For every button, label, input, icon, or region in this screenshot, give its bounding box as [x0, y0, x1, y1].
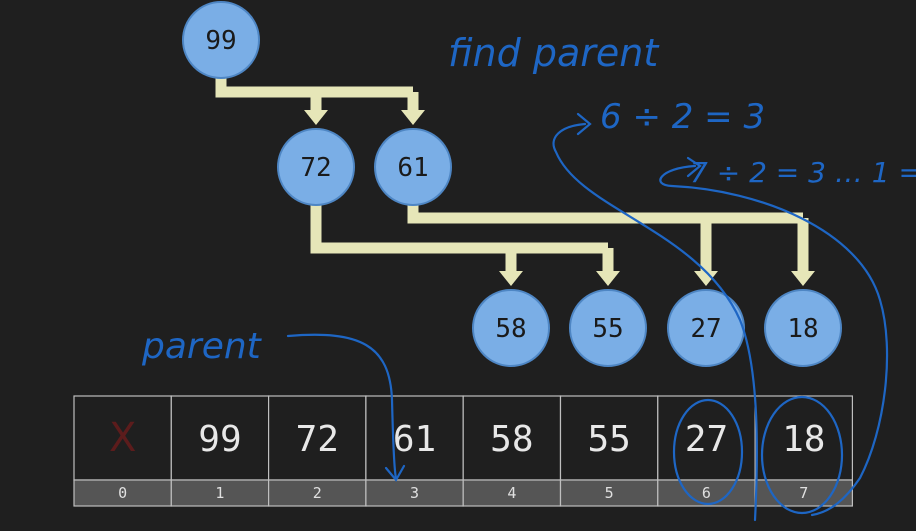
connector-n61-bus	[407, 212, 803, 224]
array-cell-value: X	[109, 415, 136, 461]
tree-connectors	[215, 72, 815, 286]
tree-node-72	[277, 128, 355, 206]
connector-n55-drop	[602, 248, 614, 272]
handwritten-annotations: find parent 6 ÷ 2 = 3 7 ÷ 2 = 3 … 1 = 3 …	[141, 31, 916, 522]
circle-18	[760, 395, 844, 515]
array-cell-value: 99	[198, 419, 241, 460]
tree-node-label: 99	[205, 26, 236, 56]
arrow-line2-head	[686, 156, 702, 178]
array-cell-value: 18	[782, 419, 825, 460]
connector-n72-bus	[310, 242, 608, 254]
array-cell-4	[462, 395, 562, 481]
tree-nodes: 99 72 61 58 55 27 18	[182, 1, 842, 367]
array-cell-6	[657, 395, 756, 481]
tree-node-18	[764, 289, 842, 367]
array-cell-0	[73, 395, 172, 481]
arrowhead-n61	[401, 110, 425, 125]
array-index-cell-2	[268, 479, 367, 507]
annotation-find-parent: find parent	[448, 31, 660, 75]
parent-arrow	[286, 333, 398, 480]
connector-n18-drop	[797, 218, 809, 272]
connector-n72-drop	[310, 92, 322, 111]
tree-node-label: 58	[495, 314, 526, 344]
tree-node-61	[374, 128, 452, 206]
annotation-parent-label: parent	[141, 326, 263, 367]
array-cell-5	[559, 395, 659, 481]
tree-node-58	[472, 289, 550, 367]
annotation-line2: 7 ÷ 2 = 3 … 1 = 3	[690, 156, 916, 189]
circle-27	[672, 398, 744, 506]
array-cell-3	[365, 395, 464, 481]
array-cell-2	[268, 395, 367, 481]
array-index-label: 6	[702, 484, 711, 502]
array-index-label: 1	[215, 484, 224, 502]
connector-n72-stem	[310, 199, 322, 254]
tree-node-label: 55	[592, 314, 623, 344]
array-index-label: 3	[410, 484, 419, 502]
annotation-line1: 6 ÷ 2 = 3	[600, 97, 765, 137]
arrowhead-n55	[596, 271, 620, 286]
connector-n61-drop	[407, 92, 419, 111]
array-cell-7	[754, 395, 853, 481]
tree-node-label: 27	[690, 314, 721, 344]
arrow-line1-tail	[552, 122, 758, 522]
arrowhead-n58	[499, 271, 523, 286]
array-index-label: 0	[118, 484, 127, 502]
array-index-cell-3	[365, 479, 464, 507]
tree-node-label: 72	[300, 153, 331, 183]
array-cell-value: 61	[393, 419, 436, 460]
tree-node-label: 18	[787, 314, 818, 344]
arrow-line1-head	[576, 112, 592, 136]
array-index-cell-1	[170, 479, 270, 507]
array-index-label: 4	[507, 484, 516, 502]
parent-arrowhead	[384, 464, 406, 482]
connector-n99-stem	[215, 72, 227, 98]
array-index-label: 5	[605, 484, 614, 502]
connector-n27-drop	[700, 218, 712, 272]
arrowhead-n18	[791, 271, 815, 286]
arrow-line2-tail	[659, 164, 889, 517]
tree-node-99	[182, 1, 260, 79]
array-cell-value: 72	[296, 419, 339, 460]
connector-n61-stem	[407, 199, 419, 224]
array-cell-value: 55	[587, 419, 630, 460]
array-index-cell-4	[462, 479, 562, 507]
tree-node-55	[569, 289, 647, 367]
connector-n58-drop	[505, 248, 517, 272]
annotation-strokes	[286, 112, 889, 522]
array-cell-value: 58	[490, 419, 533, 460]
array-index-cell-0	[73, 479, 172, 507]
arrowhead-n72	[304, 110, 328, 125]
array-cell-value: 27	[685, 419, 728, 460]
array-index-label: 2	[313, 484, 322, 502]
array-index-label: 7	[799, 484, 808, 502]
tree-node-label: 61	[397, 153, 428, 183]
arrowhead-n27	[694, 271, 718, 286]
